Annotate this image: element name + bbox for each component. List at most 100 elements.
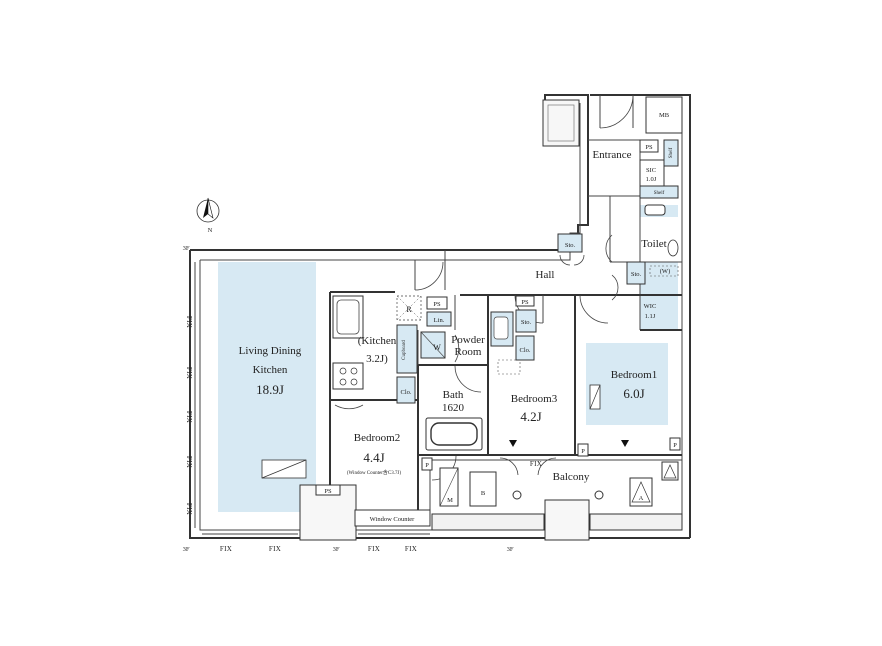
bedroom1-size: 6.0J xyxy=(623,386,644,401)
bathtub xyxy=(425,417,483,451)
bedroom3-size: 4.2J xyxy=(520,409,541,424)
fix-left-4: FIX xyxy=(185,456,193,468)
bedroom2-note: (Window Counter含C3.7J) xyxy=(347,469,402,476)
kitchen-size: 3.2J) xyxy=(366,353,388,365)
window-counter xyxy=(354,509,431,527)
entrance-fixtures: PS SIC 1.0J Shelf Shelf Sto. Sto. (W) WI… xyxy=(557,139,679,320)
fix-bottom-3: FIX xyxy=(368,545,380,553)
washer-label: W xyxy=(433,343,441,352)
balcony-drain-right xyxy=(594,490,604,500)
ldk-column: PS xyxy=(299,484,357,541)
wic-washer-label: (W) xyxy=(660,268,670,275)
mb-label: MB xyxy=(659,112,670,119)
bedroom2-size: 4.4J xyxy=(363,450,384,465)
bedroom2-closet-label: Clo. xyxy=(400,389,411,396)
hall-name: Hall xyxy=(536,269,555,281)
p-box-right-label: P xyxy=(673,442,677,449)
powder-name-line2: Room xyxy=(455,346,482,358)
toilet-bowl xyxy=(667,239,679,257)
balcony-unit-a-label: A xyxy=(639,495,644,502)
floor-3f-bottomleft: 3F xyxy=(183,546,190,553)
column-top xyxy=(542,99,580,147)
fix-left-1: FIX xyxy=(185,316,193,328)
compass-n-label: N xyxy=(208,227,213,234)
entrance-door xyxy=(599,94,634,129)
ps-kitchen xyxy=(426,296,448,310)
bedroom2-name: Bedroom2 xyxy=(354,432,400,444)
ps-entrance-label: PS xyxy=(645,144,653,151)
shelf-vertical xyxy=(663,139,679,167)
kitchen-stove xyxy=(332,362,364,390)
floor-3f-topleft: 3F xyxy=(183,245,190,252)
shelf-horizontal xyxy=(639,185,679,199)
hall-storage-label: Sto. xyxy=(565,242,576,249)
toilet-bowl-tank xyxy=(644,204,666,216)
bath-fixtures: PS Sto. Clo. xyxy=(425,295,537,451)
mb-box xyxy=(645,96,683,134)
bath-name: Bath xyxy=(443,389,464,401)
bedroom1-floor xyxy=(586,343,668,425)
fix-left-3: FIX xyxy=(185,411,193,423)
balcony-unit-a2 xyxy=(661,461,679,481)
kitchen-counter xyxy=(332,295,364,339)
arrow-bedroom1 xyxy=(621,440,629,447)
window-counter-label: Window Counter xyxy=(370,516,416,523)
p-box-left xyxy=(421,457,433,471)
fix-bottom-2: FIX xyxy=(269,545,281,553)
sic-size: 1.0J xyxy=(646,176,657,183)
balcony-unit-b-label: B xyxy=(481,490,486,497)
hall-storage xyxy=(557,233,583,253)
bedroom3-storage-label: Sto. xyxy=(521,319,532,326)
ldk-size: 18.9J xyxy=(256,382,284,397)
kitchen-name: (Kitchen xyxy=(358,335,397,347)
fix-bottom-1: FIX xyxy=(220,545,232,553)
shelf-vertical-label: Shelf xyxy=(669,147,674,158)
wic-storage-label: Sto. xyxy=(631,271,642,278)
ps-bedroom3-label: PS xyxy=(521,299,529,306)
linen-label: Lin. xyxy=(434,317,445,324)
bedroom3-closet xyxy=(515,335,535,361)
balcony-unit-a xyxy=(629,477,653,507)
wic-size: 1.1J xyxy=(645,313,656,320)
fix-left-5: FIX xyxy=(185,503,193,515)
shelf-horizontal-label: Shelf xyxy=(654,191,665,196)
cupboard xyxy=(396,324,418,374)
ps-kitchen-label: PS xyxy=(433,301,441,308)
ps-entrance xyxy=(639,139,659,153)
bedroom1-name: Bedroom1 xyxy=(611,369,657,381)
p-box-right xyxy=(669,437,681,451)
toilet-name: Toilet xyxy=(641,238,667,250)
compass: N xyxy=(196,197,220,234)
floor-3f-bottom-right: 3F xyxy=(507,546,514,553)
ps-bedroom3 xyxy=(515,295,535,307)
balcony-drain-left xyxy=(512,490,522,500)
wic-storage xyxy=(626,261,646,285)
kitchen-sink xyxy=(336,299,360,335)
bath-size: 1620 xyxy=(442,402,465,414)
entrance-name: Entrance xyxy=(592,149,631,161)
balcony-name: Balcony xyxy=(553,471,590,483)
p-box-mid-label: P xyxy=(581,448,585,455)
balcony-railing-left xyxy=(431,513,545,531)
balcony-column xyxy=(544,499,590,541)
fix-left-2: FIX xyxy=(185,367,193,379)
balcony-railing-right xyxy=(589,513,683,531)
linen-storage xyxy=(426,311,452,327)
p-box-left-label: P xyxy=(425,462,429,469)
bedroom2-closet xyxy=(396,376,416,404)
fix-bottom-4: FIX xyxy=(405,545,417,553)
balcony-fixtures: M B A P P P xyxy=(421,437,683,541)
fix-balcony: FIX xyxy=(530,460,542,468)
balcony-unit-b xyxy=(469,471,497,507)
kitchen-fixtures: R Cupboard W PS Lin. Clo. xyxy=(332,295,452,404)
ldk-ps-label: PS xyxy=(324,488,332,495)
bedroom3-name: Bedroom3 xyxy=(511,393,558,405)
floor-3f-bottom-mid: 3F xyxy=(333,546,340,553)
annotations: 3F 3F 3F 3F FIX FIX FIX FIX FIX FIX FIX … xyxy=(183,245,542,553)
arrow-bedroom3 xyxy=(509,440,517,447)
wic-label: WIC xyxy=(644,303,657,310)
p-box-mid xyxy=(577,443,589,457)
balcony-unit-m-label: M xyxy=(447,497,453,504)
powder-name-line1: Powder xyxy=(451,334,485,346)
